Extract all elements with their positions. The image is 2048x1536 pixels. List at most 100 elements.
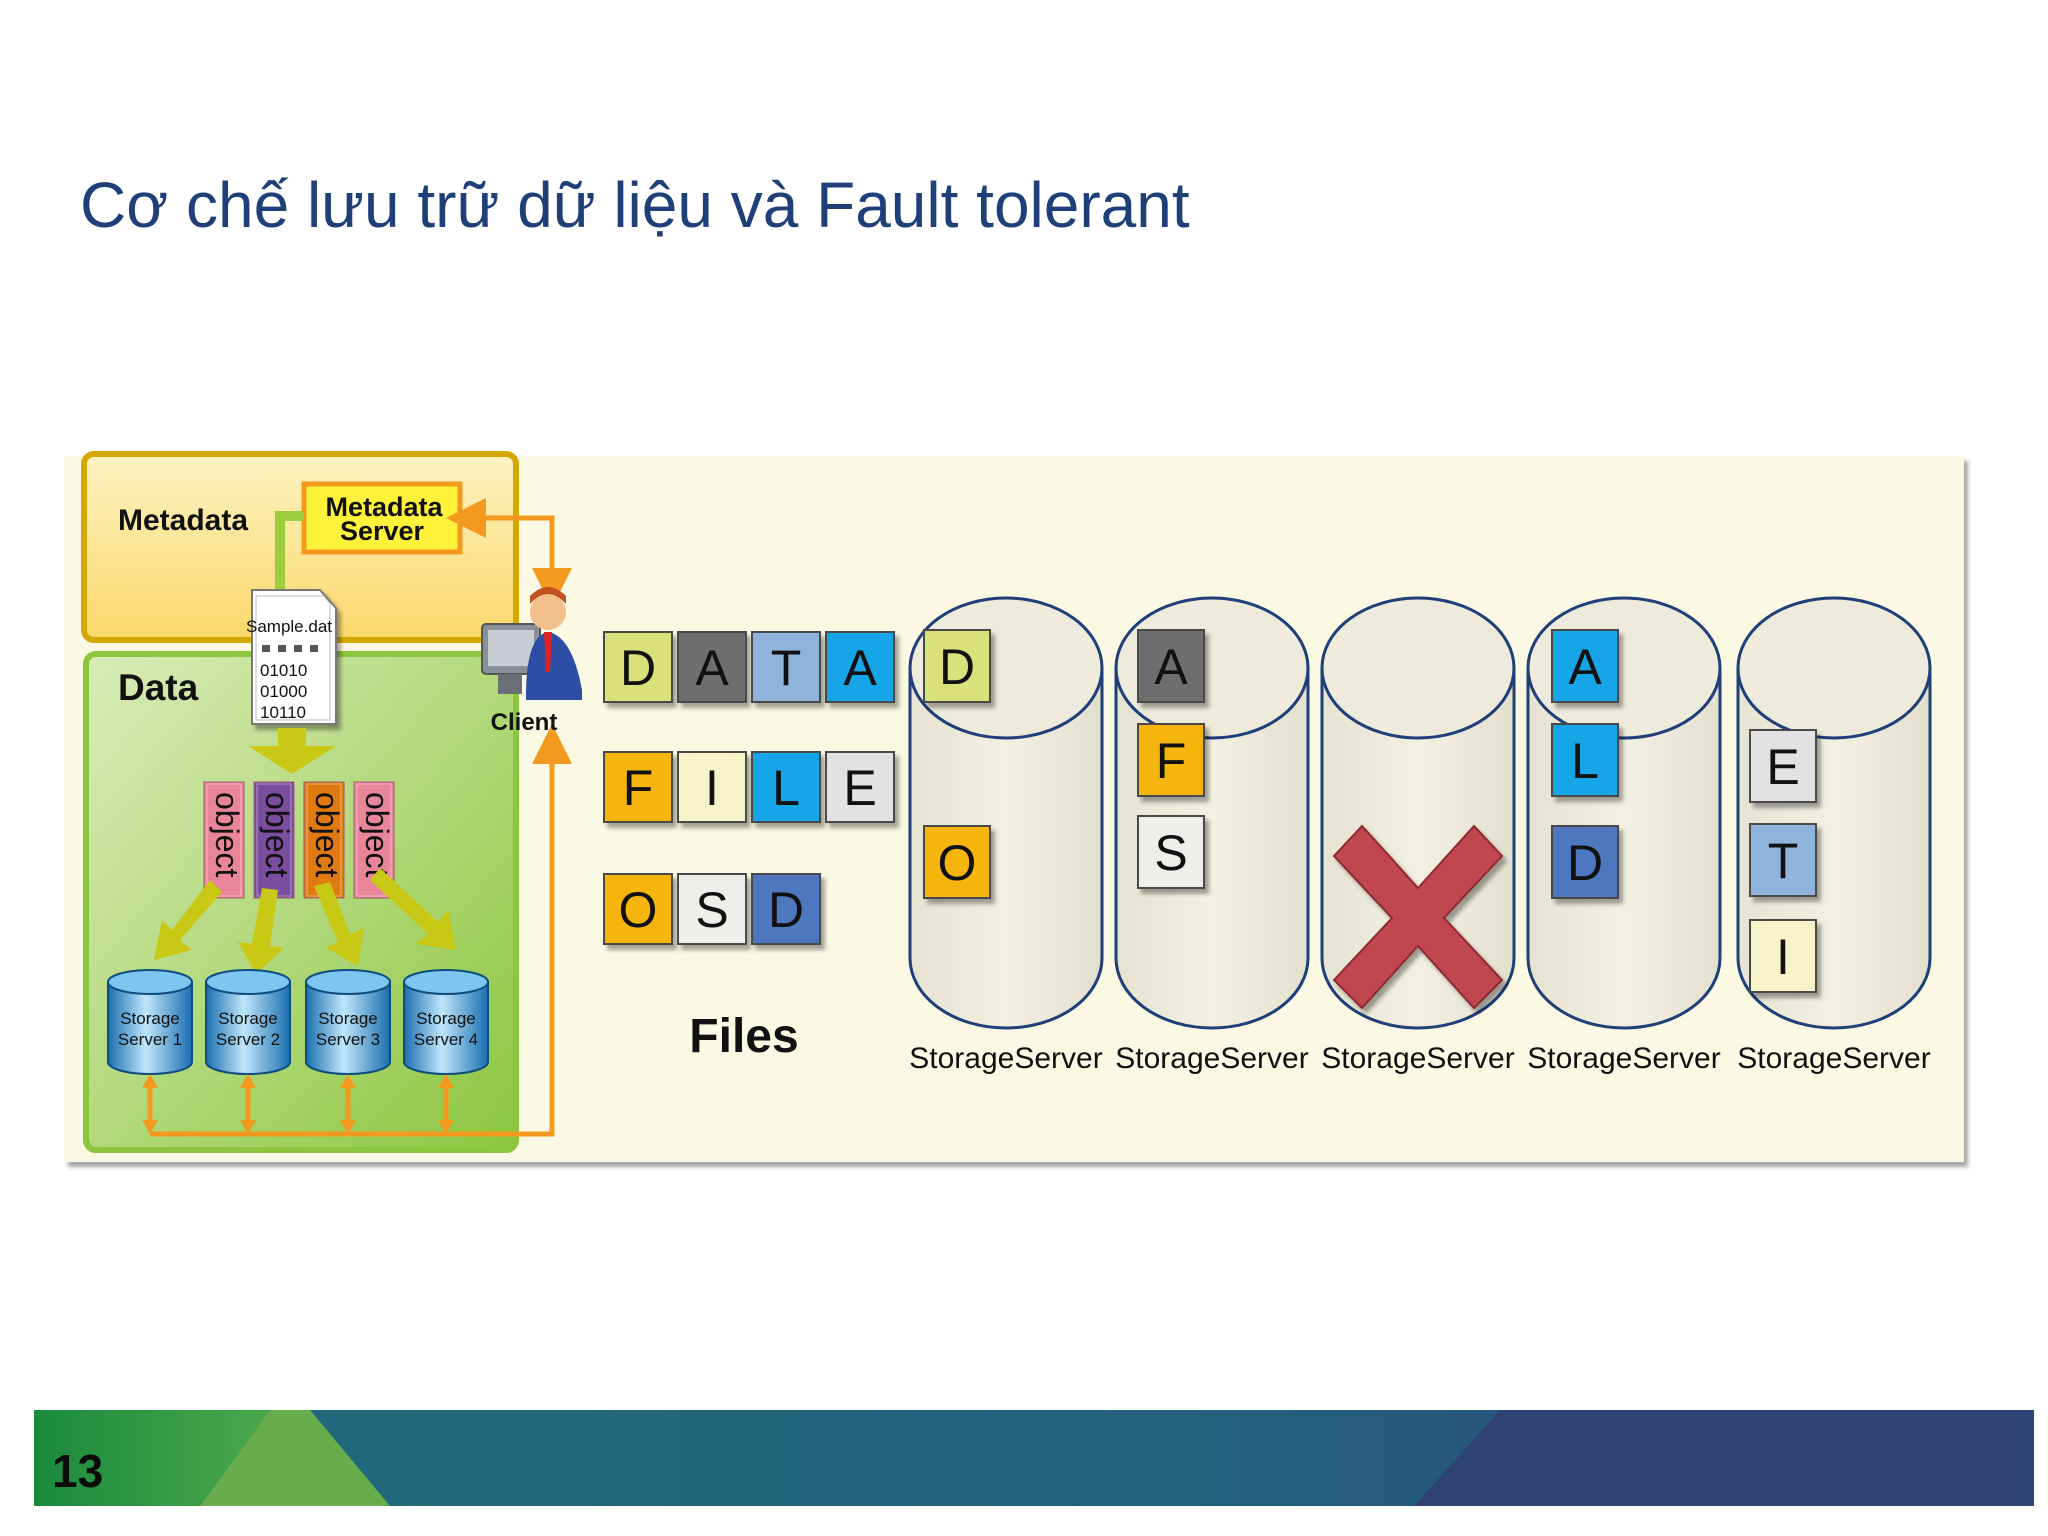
letter-block-label: A	[1568, 639, 1602, 695]
letter-block-label: S	[695, 882, 728, 938]
letter-block: A	[677, 631, 747, 703]
metadata-server-label-1: Metadata	[325, 492, 443, 522]
letter-block-label: D	[939, 639, 975, 695]
letter-block-label: E	[843, 760, 876, 816]
object-tag-label: object	[259, 792, 295, 878]
object-tag-label: object	[359, 792, 395, 878]
files-label: Files	[689, 1010, 798, 1063]
letter-block-label: F	[1156, 733, 1187, 789]
letter-block: E	[825, 751, 895, 823]
page-number: 13	[52, 1445, 104, 1497]
client-label: Client	[491, 709, 558, 736]
storage-server-label-1: Storage	[416, 1009, 476, 1028]
storage-server-label-1: Storage	[120, 1009, 180, 1028]
sample-file-name: Sample.dat	[246, 617, 332, 636]
client-icon	[481, 587, 582, 700]
letter-block: L	[1551, 723, 1619, 797]
letter-block-label: T	[1768, 833, 1799, 889]
letter-block: I	[1749, 919, 1817, 993]
storage-server-disk: StorageServer 1	[107, 969, 193, 1075]
storage-server-disk: StorageServer 4	[403, 969, 489, 1075]
letter-block-label: D	[1567, 835, 1603, 891]
letter-block-label: A	[1154, 639, 1188, 695]
storage-server-label-1: Storage	[218, 1009, 278, 1028]
storage-server-cylinder: AFS StorageServer	[1114, 596, 1310, 1075]
storage-server-label-2: Server 1	[118, 1030, 182, 1049]
letter-block-label: A	[843, 640, 877, 696]
file-dots	[262, 645, 318, 652]
storage-server-cylinder-label: StorageServer	[1321, 1042, 1514, 1075]
letter-block-label: S	[1154, 825, 1187, 881]
letter-block: O	[923, 825, 991, 899]
object-tags: object object object object	[203, 781, 395, 899]
object-to-disk-arrows	[154, 868, 456, 974]
metadata-client-arrow	[466, 515, 572, 608]
letter-block: D	[603, 631, 673, 703]
metadata-label: Metadata	[118, 504, 248, 537]
letter-block: S	[677, 873, 747, 945]
letter-block: T	[1749, 823, 1817, 897]
letter-block-label: E	[1766, 739, 1799, 795]
letter-block: F	[1137, 723, 1205, 797]
file-to-objects-arrow	[248, 728, 336, 774]
letter-block: A	[1137, 629, 1205, 703]
letter-block: A	[1551, 629, 1619, 703]
object-tag-label: object	[209, 792, 245, 878]
slide-title: Cơ chế lưu trữ dữ liệu và Fault tolerant	[80, 169, 1190, 241]
letter-block: S	[1137, 815, 1205, 889]
letter-block: F	[603, 751, 673, 823]
letter-block: E	[1749, 729, 1817, 803]
letter-block: T	[751, 631, 821, 703]
letter-block: I	[677, 751, 747, 823]
letter-block-label: T	[771, 640, 802, 696]
metadata-to-file-connector	[275, 511, 304, 600]
storage-server-cylinder: StorageServer	[1320, 596, 1516, 1075]
object-tag: object	[203, 781, 245, 899]
letter-block-label: I	[1776, 929, 1790, 985]
failure-x-icon	[1332, 824, 1504, 1010]
storage-server-cylinder: D O StorageServer	[908, 596, 1104, 1075]
letter-block: D	[923, 629, 991, 703]
storage-server-label-2: Server 2	[216, 1030, 280, 1049]
letter-block-label: A	[695, 640, 729, 696]
letter-block-label: D	[768, 882, 804, 938]
footer-band	[34, 1410, 2034, 1506]
object-tag: object	[303, 781, 345, 899]
storage-server-disk: StorageServer 2	[205, 969, 291, 1075]
storage-server-label-2: Server 3	[316, 1030, 380, 1049]
binary-line-3: 10110	[260, 703, 306, 722]
storage-server-label-2: Server 4	[414, 1030, 478, 1049]
storage-server-cylinder: ALD StorageServer	[1526, 596, 1722, 1075]
storage-server-cylinder: ETI StorageServer	[1736, 596, 1932, 1075]
letter-block-label: O	[938, 835, 977, 891]
binary-line-1: 01010	[260, 661, 307, 680]
letter-block-label: L	[772, 760, 800, 816]
metadata-server-label-2: Server	[340, 516, 425, 546]
storage-server-label-1: Storage	[318, 1009, 378, 1028]
storage-server-cylinder-label: StorageServer	[1115, 1042, 1308, 1075]
letter-block: L	[751, 751, 821, 823]
letter-block: A	[825, 631, 895, 703]
letter-block-label: F	[623, 760, 654, 816]
letter-block-label: I	[705, 760, 719, 816]
letter-block: D	[1551, 825, 1619, 899]
binary-line-2: 01000	[260, 682, 307, 701]
object-tag: object	[253, 781, 295, 899]
storage-server-disk: StorageServer 3	[305, 969, 391, 1075]
letter-block: O	[603, 873, 673, 945]
letter-block: D	[751, 873, 821, 945]
sample-file-icon	[251, 589, 337, 725]
metadata-server-box	[301, 481, 463, 555]
letter-block-label: O	[619, 882, 658, 938]
letter-block-label: D	[620, 640, 656, 696]
object-tag-label: object	[309, 792, 345, 878]
storage-server-cylinder-label: StorageServer	[1527, 1042, 1720, 1075]
storage-server-cylinder-label: StorageServer	[909, 1042, 1102, 1075]
data-label: Data	[118, 667, 199, 708]
disk-bus-arrowheads	[142, 1074, 454, 1134]
storage-server-cylinder-label: StorageServer	[1737, 1042, 1930, 1075]
